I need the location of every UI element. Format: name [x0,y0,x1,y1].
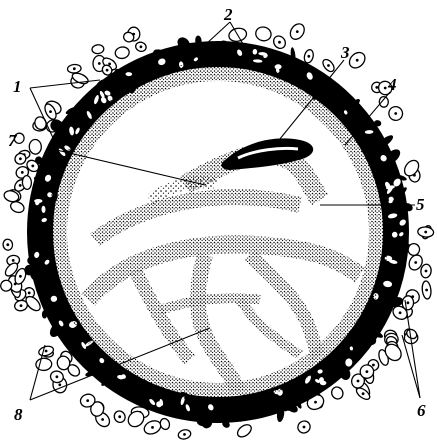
outer-cell [321,57,336,73]
label-3: 3 [340,43,350,62]
label-8: 8 [14,405,23,424]
outer-cell [254,25,273,43]
outer-cell [177,429,191,440]
outer-cell [92,44,105,54]
outer-cell [135,41,148,53]
outer-cell [235,422,253,439]
outer-cell [288,21,308,42]
outer-cell [2,238,13,250]
outer-cell [296,419,313,436]
wall-cell [34,199,42,203]
outer-cell [159,417,171,430]
outer-cell [379,96,389,107]
label-4: 4 [387,75,397,94]
outer-cell [29,139,42,154]
outer-cell [142,418,163,436]
label-5: 5 [416,195,425,214]
label-2: 2 [223,5,233,24]
outer-cell [114,46,130,60]
outer-cell [420,264,432,279]
outer-cell [303,49,315,64]
outer-cell [387,105,405,123]
outer-cell [112,409,127,424]
label-6: 6 [417,401,426,420]
outer-cell [271,34,287,51]
outer-cell [330,385,346,401]
outer-cell [421,281,431,300]
outer-cell [67,64,81,74]
outer-cell [22,175,32,189]
outer-cell [346,49,368,71]
label-1: 1 [13,77,22,96]
